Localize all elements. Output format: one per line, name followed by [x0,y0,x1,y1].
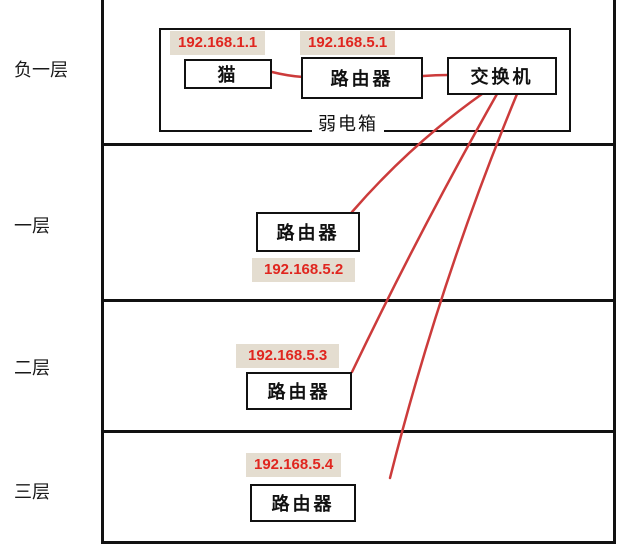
cable-switch-to-floor3-router [388,92,519,480]
floor1-router-box[interactable]: 路由器 [256,212,360,252]
floor2-router-box[interactable]: 路由器 [246,372,352,410]
ip-label-floor3-router: 192.168.5.4 [246,453,342,477]
main-router-label: 路由器 [330,69,394,90]
ip-label-main-router: 192.168.5.1 [300,31,396,55]
cable-switch-to-floor2-router [350,92,499,374]
floor-divider-f1-f2 [101,299,616,302]
floor-label-first: 一层 [14,216,50,237]
modem-box[interactable]: 猫 [184,59,272,89]
floor3-router-label: 路由器 [271,494,335,515]
cable-router-to-switch [421,73,450,78]
floor-label-basement: 负一层 [14,60,68,81]
ip-label-floor2-router: 192.168.5.3 [236,344,340,368]
switch-label: 交换机 [470,67,534,88]
building-outline [101,0,616,544]
cable-modem-to-router [270,70,305,79]
floor3-router-box[interactable]: 路由器 [250,484,356,522]
ip-label-modem: 192.168.1.1 [170,31,266,55]
cable-switch-to-floor1-router [350,92,484,214]
cabinet-label: 弱电箱 [312,114,384,136]
switch-box[interactable]: 交换机 [447,57,557,95]
main-router-box[interactable]: 路由器 [301,57,423,99]
floor-divider-b1-f1 [101,143,616,146]
floor1-router-label: 路由器 [276,223,340,244]
modem-label: 猫 [217,65,239,86]
floor-label-second: 二层 [14,358,50,379]
ip-label-floor1-router: 192.168.5.2 [252,258,356,282]
cables [270,70,519,480]
floor-divider-f2-f3 [101,430,616,433]
floor-label-third: 三层 [14,482,50,503]
floor2-router-label: 路由器 [267,382,331,403]
